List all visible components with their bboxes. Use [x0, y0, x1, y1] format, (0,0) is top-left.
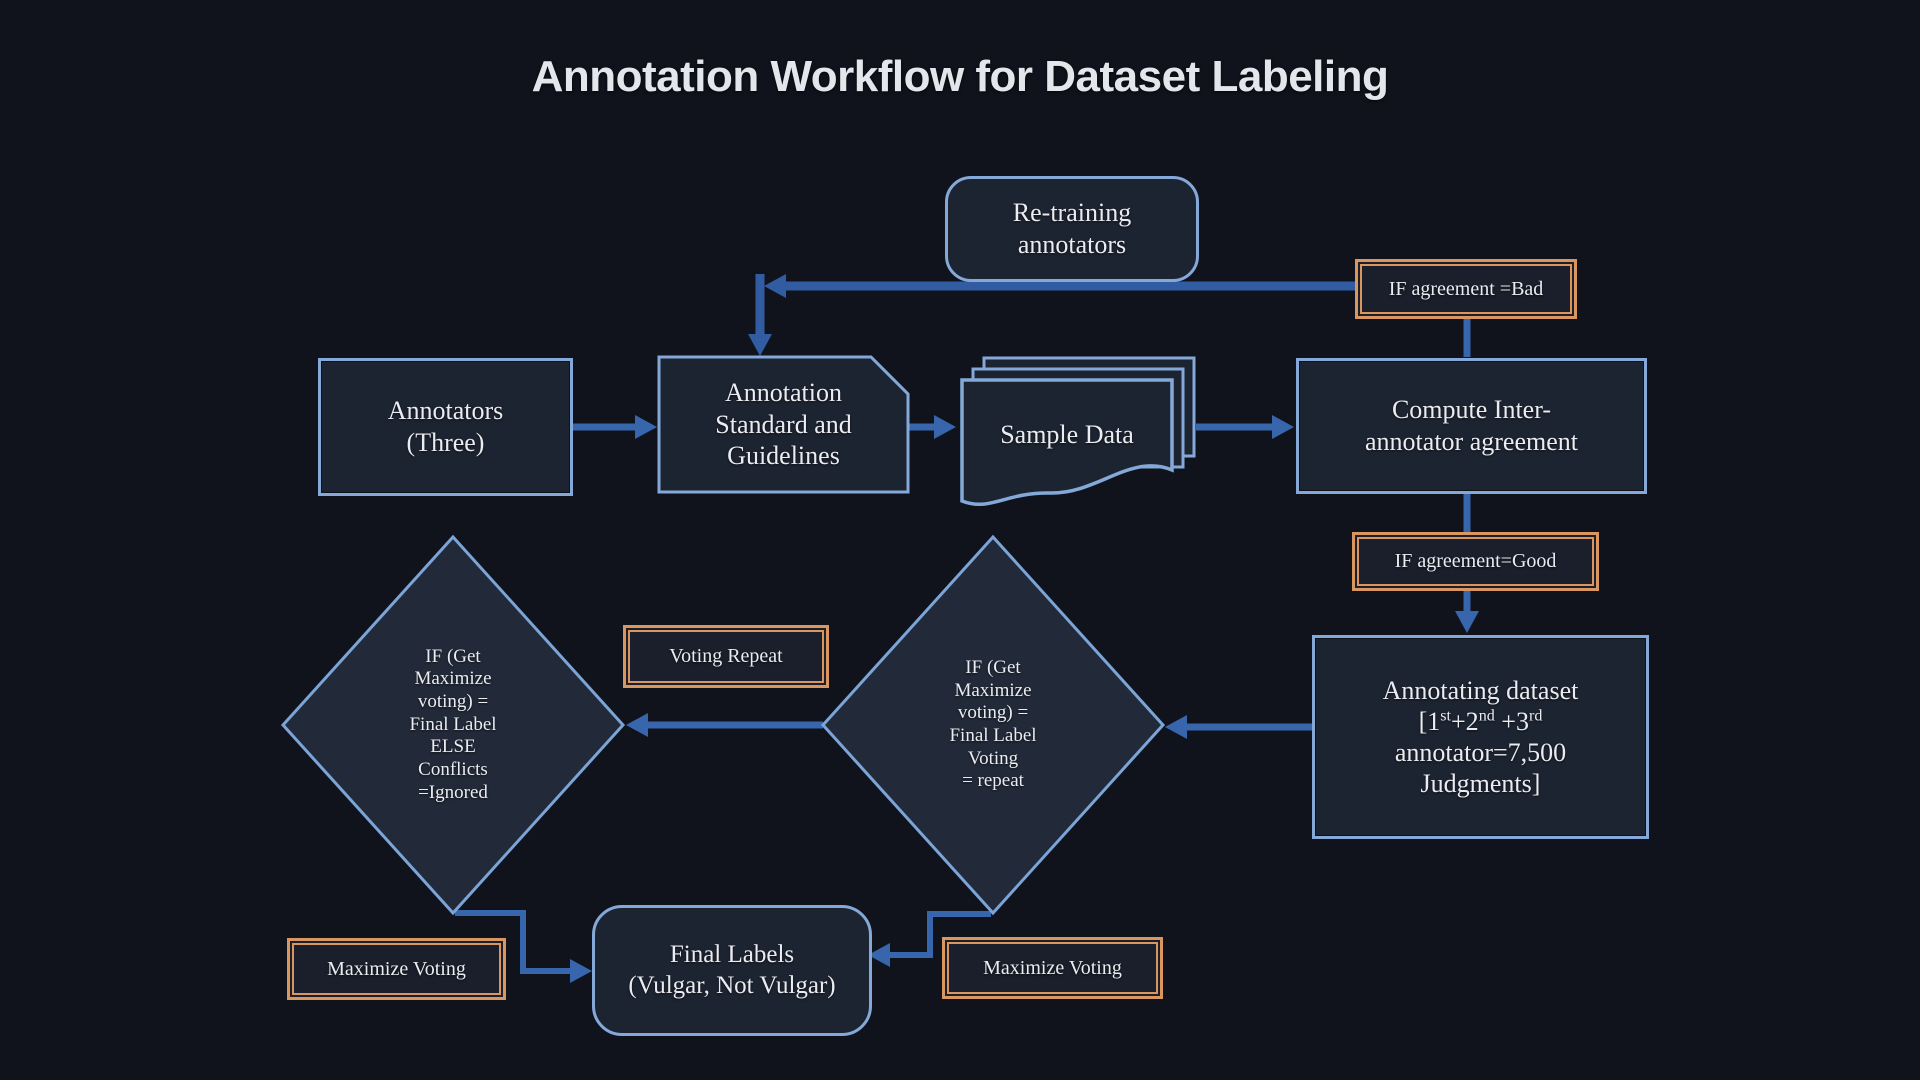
- node-line: (Three): [406, 428, 485, 457]
- agreement-bad-tag: IF agreement =Bad: [1355, 259, 1577, 319]
- tag-label: IF agreement=Good: [1394, 550, 1557, 572]
- node-line: annotators: [1017, 230, 1127, 259]
- voting-repeat-tag: Voting Repeat: [623, 625, 829, 688]
- diagram-title: Annotation Workflow for Dataset Labeling: [531, 52, 1389, 101]
- node-line: Sample Data: [1000, 420, 1134, 450]
- arrowhead-left-icon: [764, 274, 786, 298]
- document-front-sheet: [960, 378, 1174, 507]
- arrowhead-right-icon: [1272, 415, 1294, 439]
- connector-group: [455, 274, 1471, 974]
- compute-agreement-node: Compute Inter- annotator agreement: [1296, 358, 1647, 494]
- maximize-voting-left-tag: Maximize Voting: [287, 938, 506, 1000]
- node-line: (Vulgar, Not Vulgar): [628, 971, 836, 999]
- sample-data-stack: [960, 356, 1196, 507]
- node-line: Standard and: [715, 409, 852, 439]
- arrowhead-left-icon: [868, 943, 890, 967]
- node-line: voting) =: [957, 702, 1029, 724]
- left-decision-diamond-shape: [280, 534, 626, 916]
- node-line: Final Label: [949, 725, 1037, 746]
- right-decision-diamond-node: IF (Get Maximize voting) = Final Label V…: [873, 642, 1113, 808]
- node-line: annotator=7,500: [1394, 738, 1567, 767]
- tag-label: Maximize Voting: [327, 957, 466, 980]
- elbow-right-diamond-to-final: [890, 911, 991, 958]
- node-line: Conflicts: [418, 758, 488, 780]
- right-decision-diamond-shape: [820, 534, 1166, 916]
- node-line: =Ignored: [418, 781, 488, 803]
- node-line: Annotating dataset: [1382, 675, 1579, 705]
- arrowhead-down-icon: [1455, 611, 1479, 633]
- node-line: ELSE: [430, 736, 476, 758]
- node-line: Judgments]: [1420, 769, 1541, 799]
- node-line: IF (Get: [425, 645, 481, 667]
- node-line: Re-training: [1012, 198, 1132, 228]
- final-labels-node: Final Labels (Vulgar, Not Vulgar): [592, 905, 872, 1036]
- agreement-good-tag: IF agreement=Good: [1352, 532, 1599, 591]
- node-line: voting) =: [417, 691, 489, 713]
- node-line: Final Label: [409, 713, 497, 735]
- arrowhead-left-icon: [1165, 715, 1187, 739]
- elbow-left-diamond-to-final: [455, 910, 570, 974]
- arrowhead-right-icon: [934, 415, 956, 439]
- tag-label: IF agreement =Bad: [1388, 277, 1544, 300]
- arrowhead-left-icon: [626, 713, 648, 737]
- node-line: IF (Get: [965, 657, 1021, 679]
- node-line: = repeat: [962, 770, 1024, 792]
- annotation-standard-node: Annotation Standard and Guidelines: [659, 357, 908, 492]
- arrowhead-down-icon: [748, 334, 772, 356]
- node-line: Maximize: [414, 668, 492, 690]
- annotation-standard-shape: [657, 355, 910, 494]
- node-line: Annotators: [387, 396, 504, 426]
- retraining-annotators-node: Re-training annotators: [945, 176, 1199, 282]
- arrowhead-group: [570, 274, 1479, 983]
- arrowhead-right-icon: [635, 415, 657, 439]
- arrowhead-right-icon: [570, 959, 592, 983]
- node-line: Guidelines: [727, 441, 840, 471]
- node-line: Compute Inter-: [1391, 395, 1552, 425]
- tag-label: Maximize Voting: [983, 956, 1122, 979]
- node-line: Final Labels: [669, 941, 795, 968]
- node-line: annotator agreement: [1365, 427, 1578, 456]
- node-line-superscripts: [1st+2nd +3rd: [1418, 706, 1543, 736]
- sample-data-node: Sample Data: [962, 385, 1172, 485]
- node-line: Maximize: [954, 679, 1032, 701]
- annotators-node: Annotators (Three): [318, 358, 573, 496]
- node-line: Annotation: [725, 377, 842, 407]
- tag-label: Voting Repeat: [669, 645, 783, 667]
- maximize-voting-right-tag: Maximize Voting: [942, 937, 1163, 999]
- node-line: Voting: [967, 747, 1019, 769]
- left-decision-diamond-node: IF (Get Maximize voting) = Final Label E…: [333, 642, 573, 808]
- annotating-dataset-node: Annotating dataset [1st+2nd +3rd annotat…: [1312, 635, 1649, 839]
